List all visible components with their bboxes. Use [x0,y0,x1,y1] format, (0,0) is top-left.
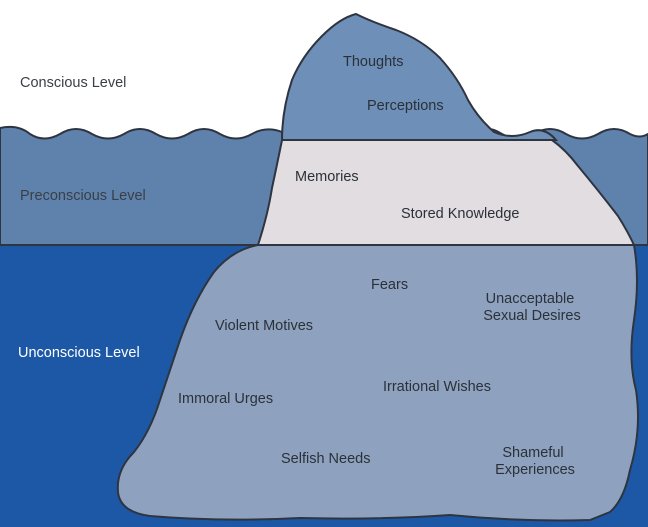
label-experiences-line: Experiences [495,462,575,478]
label-fears: Fears [371,277,408,293]
iceberg-top [280,12,559,141]
label-shameful-experiences: Shameful Experiences [495,445,575,478]
iceberg-middle [256,139,636,246]
label-selfish-needs: Selfish Needs [281,451,370,467]
label-thoughts: Thoughts [343,54,403,70]
label-violent-motives: Violent Motives [215,318,313,334]
label-unacceptable-sexual-desires: Unacceptable Sexual Desires [483,291,581,324]
label-sexual-desires-line: Sexual Desires [483,308,581,324]
label-immoral-urges: Immoral Urges [178,391,273,407]
shallow-water-band [0,125,283,246]
unconscious-level-label: Unconscious Level [18,345,140,361]
label-memories: Memories [295,169,359,185]
iceberg-base [116,244,639,522]
label-irrational-wishes: Irrational Wishes [383,379,491,395]
preconscious-level-label: Preconscious Level [20,188,146,204]
conscious-level-label: Conscious Level [20,75,126,91]
label-shameful-line: Shameful [502,445,563,461]
label-stored-knowledge: Stored Knowledge [401,206,520,222]
label-unacceptable-line: Unacceptable [486,291,575,307]
label-perceptions: Perceptions [367,98,444,114]
